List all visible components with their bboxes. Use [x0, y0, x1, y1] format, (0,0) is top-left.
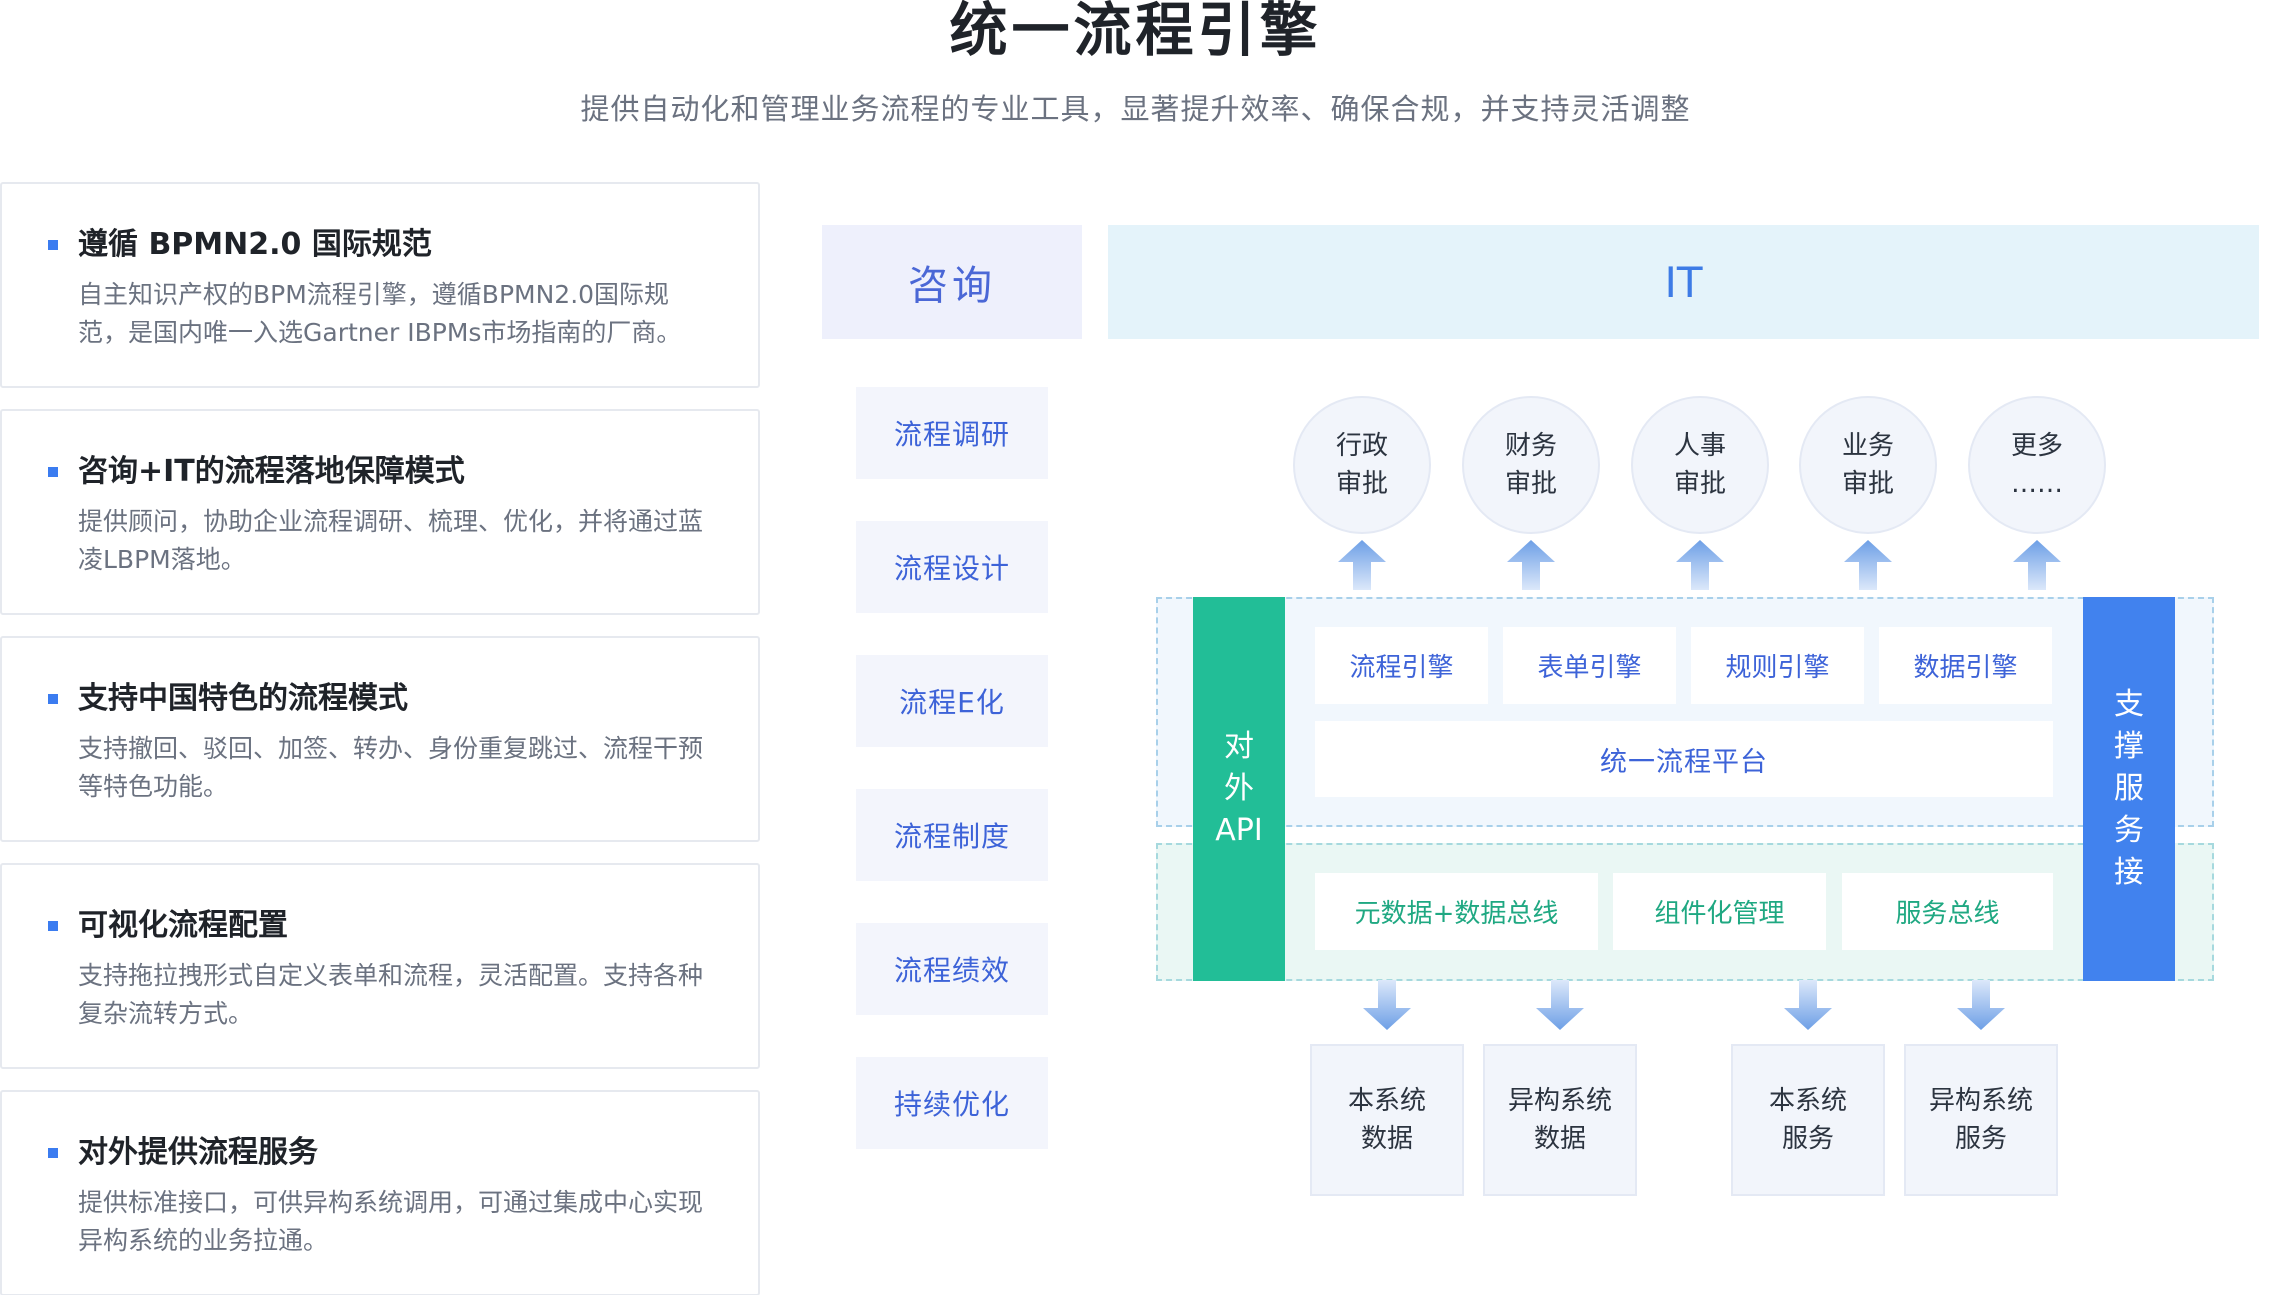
- output-local-data: 本系统 数据: [1310, 1044, 1464, 1196]
- arrow-down-icon: [1784, 980, 1832, 1030]
- consult-item-digitize: 流程E化: [856, 655, 1048, 747]
- output-label: 服务: [1781, 1124, 1834, 1154]
- engine-data: 数据引擎: [1879, 627, 2052, 704]
- engine-rule: 规则引擎: [1691, 627, 1864, 704]
- output-label: 数据: [1533, 1124, 1586, 1154]
- support-bar-char: 接: [2114, 855, 2144, 890]
- feature-title: 遵循 BPMN2.0 国际规范: [78, 227, 432, 262]
- consult-item-policy: 流程制度: [856, 789, 1048, 881]
- arrow-up-icon: [2013, 540, 2061, 590]
- feature-card: 可视化流程配置 支持拖拉拽形式自定义表单和流程，灵活配置。支持各种复杂流转方式。: [0, 863, 760, 1069]
- arrow-down-icon: [1363, 980, 1411, 1030]
- feature-title: 咨询+IT的流程落地保障模式: [78, 454, 465, 489]
- approval-label: 财务: [1504, 431, 1557, 461]
- approval-label: 行政: [1335, 431, 1388, 461]
- bullet-icon: [48, 921, 58, 931]
- approval-label: 审批: [1841, 469, 1894, 499]
- page-subtitle: 提供自动化和管理业务流程的专业工具，显著提升效率、确保合规，并支持灵活调整: [580, 92, 1691, 126]
- approval-business: 业务 审批: [1799, 396, 1937, 534]
- engine-form: 表单引擎: [1503, 627, 1676, 704]
- feature-desc: 提供标准接口，可供异构系统调用，可通过集成中心实现异构系统的业务拉通。: [78, 1188, 704, 1255]
- feature-card: 咨询+IT的流程落地保障模式 提供顾问，协助企业流程调研、梳理、优化，并将通过蓝…: [0, 409, 760, 615]
- feature-title: 可视化流程配置: [78, 908, 288, 943]
- unified-platform: 统一流程平台: [1315, 721, 2053, 797]
- consult-item-research: 流程调研: [856, 387, 1048, 479]
- approval-label: 业务: [1841, 431, 1894, 461]
- bullet-icon: [48, 240, 58, 250]
- support-bar-char: 服: [2114, 771, 2144, 806]
- it-header: IT: [1108, 225, 2259, 339]
- support-bar-char: 支: [2114, 687, 2144, 722]
- consult-item-design: 流程设计: [856, 521, 1048, 613]
- api-bar-char: API: [1215, 813, 1263, 848]
- output-label: 服务: [1954, 1124, 2007, 1154]
- feature-title: 支持中国特色的流程模式: [78, 681, 408, 716]
- feature-title: 对外提供流程服务: [78, 1135, 318, 1170]
- feature-desc: 自主知识产权的BPM流程引擎，遵循BPMN2.0国际规范，是国内唯一入选Gart…: [78, 280, 682, 347]
- external-api-bar: 对 外 API: [1193, 597, 1285, 981]
- feature-desc: 支持撤回、驳回、加签、转办、身份重复跳过、流程干预等特色功能。: [78, 734, 704, 801]
- approval-label: 更多: [2010, 431, 2063, 461]
- approval-label: ……: [2011, 469, 2063, 499]
- arrow-up-icon: [1338, 540, 1386, 590]
- feature-card: 支持中国特色的流程模式 支持撤回、驳回、加签、转办、身份重复跳过、流程干预等特色…: [0, 636, 760, 842]
- bullet-icon: [48, 694, 58, 704]
- approval-label: 审批: [1673, 469, 1726, 499]
- consult-item-performance: 流程绩效: [856, 923, 1048, 1015]
- approval-finance: 财务 审批: [1462, 396, 1600, 534]
- support-bar-char: 务: [2114, 813, 2144, 848]
- approval-hr: 人事 审批: [1631, 396, 1769, 534]
- bullet-icon: [48, 1148, 58, 1158]
- engine-process: 流程引擎: [1315, 627, 1488, 704]
- page-title: 统一流程引擎: [949, 0, 1322, 64]
- feature-desc: 提供顾问，协助企业流程调研、梳理、优化，并将通过蓝凌LBPM落地。: [78, 507, 704, 574]
- output-external-service: 异构系统 服务: [1904, 1044, 2058, 1196]
- feature-list: 遵循 BPMN2.0 国际规范 自主知识产权的BPM流程引擎，遵循BPMN2.0…: [0, 182, 760, 1295]
- approval-more: 更多 ……: [1968, 396, 2106, 534]
- approval-label: 人事: [1673, 431, 1726, 461]
- output-label: 数据: [1360, 1124, 1413, 1154]
- output-label: 异构系统: [1928, 1086, 2033, 1116]
- arrow-down-icon: [1957, 980, 2005, 1030]
- consult-item-optimize: 持续优化: [856, 1057, 1048, 1149]
- arrow-up-icon: [1676, 540, 1724, 590]
- arrow-up-icon: [1844, 540, 1892, 590]
- output-label: 本系统: [1347, 1086, 1426, 1116]
- support-bar-char: 撑: [2114, 729, 2144, 764]
- support-service-bar: 支 撑 服 务 接: [2083, 597, 2175, 981]
- output-label: 本系统: [1768, 1086, 1847, 1116]
- output-external-data: 异构系统 数据: [1483, 1044, 1637, 1196]
- output-label: 异构系统: [1507, 1086, 1612, 1116]
- arrow-up-icon: [1507, 540, 1555, 590]
- approval-label: 审批: [1504, 469, 1557, 499]
- infra-service-bus: 服务总线: [1842, 873, 2053, 950]
- feature-card: 遵循 BPMN2.0 国际规范 自主知识产权的BPM流程引擎，遵循BPMN2.0…: [0, 182, 760, 388]
- arrow-down-icon: [1536, 980, 1584, 1030]
- approval-label: 审批: [1335, 469, 1388, 499]
- output-local-service: 本系统 服务: [1731, 1044, 1885, 1196]
- api-bar-char: 对: [1224, 729, 1254, 764]
- feature-card: 对外提供流程服务 提供标准接口，可供异构系统调用，可通过集成中心实现异构系统的业…: [0, 1090, 760, 1295]
- approval-admin: 行政 审批: [1293, 396, 1431, 534]
- bullet-icon: [48, 467, 58, 477]
- api-bar-char: 外: [1224, 771, 1254, 806]
- infra-metadata-bus: 元数据+数据总线: [1315, 873, 1598, 950]
- feature-desc: 支持拖拉拽形式自定义表单和流程，灵活配置。支持各种复杂流转方式。: [78, 961, 704, 1028]
- infra-component-mgmt: 组件化管理: [1613, 873, 1826, 950]
- consult-header: 咨询: [822, 225, 1082, 339]
